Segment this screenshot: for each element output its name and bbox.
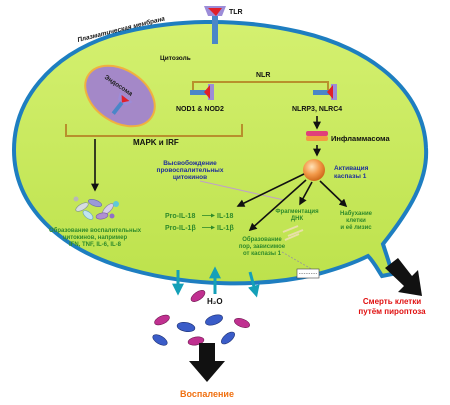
dna-line-1: Фрагментация: [275, 209, 319, 215]
cell-death-big-arrow: [385, 258, 422, 296]
arrow-caspase-to-il: [236, 173, 305, 207]
il18-arrowhead: [211, 213, 215, 218]
pores-line-3: от каспазы 1: [243, 251, 282, 257]
membrane-pore-icon: [296, 268, 320, 279]
endosome-tlr-receptor: [111, 92, 133, 115]
mapk-bracket: [65, 124, 243, 137]
il1b-arrowhead: [211, 225, 215, 230]
il18-label: IL-18: [217, 213, 233, 220]
mapk-label: MAPK и IRF: [133, 138, 179, 147]
inflammasome-icon: [306, 131, 328, 141]
inflammation-label: Воспаление: [180, 389, 234, 399]
cytokines-line-1: Образование воспалительных: [49, 227, 142, 234]
pores-line-1: Образование: [242, 236, 282, 243]
swelling-line-2: клетки: [346, 218, 366, 224]
release-line-3: цитокинов: [173, 174, 207, 181]
h2o-label: H₂O: [207, 297, 223, 306]
cell-death-line-1: Смерть клетки: [363, 297, 421, 306]
cytokines-line-3: IFN, TNF, IL-6, IL-8: [69, 242, 122, 248]
tlr-receptor: [204, 6, 226, 44]
caspase-1-ball: [303, 159, 325, 181]
cytokines-line-2: цитокинов, например: [63, 235, 128, 241]
nlrp-label: NLRP3, NLRC4: [292, 106, 342, 113]
dna-fragments-icon: [282, 225, 304, 241]
swelling-line-3: и её лизис: [340, 225, 372, 231]
release-line-1: Высвобождение: [163, 159, 217, 167]
pro-il18-label: Pro-IL-18: [165, 213, 195, 220]
caspase-activation-line-1: Активация: [334, 165, 369, 172]
cytokine-molecules-cluster: [73, 196, 119, 220]
pores-line-2: пор, зависимое: [239, 244, 286, 250]
dna-line-2: ДНК: [291, 216, 304, 222]
arrow-caspase-to-pores: [248, 179, 307, 232]
tlr-label: TLR: [229, 9, 243, 16]
released-cytokines: [152, 290, 250, 346]
release-line-2: провоспалительных: [157, 167, 224, 174]
cytosol-label: Цитозоль: [160, 55, 191, 62]
release-connector-line: [199, 180, 285, 201]
nlrp-receptor: [313, 84, 337, 100]
inflammasome-label: Инфламмасома: [331, 134, 391, 143]
nod-label: NOD1 & NOD2: [176, 106, 224, 113]
inflammation-big-arrow: [189, 343, 225, 382]
nlr-label: NLR: [256, 72, 270, 79]
efflux-arrow-right: [248, 271, 260, 298]
il1b-label: IL-1β: [217, 225, 234, 232]
nlr-bracket: [192, 81, 329, 95]
cell-death-line-2: путём пироптоза: [358, 307, 426, 316]
endosome: [84, 64, 156, 128]
swelling-line-1: Набухание: [340, 210, 373, 217]
arrow-caspase-to-swelling: [319, 180, 348, 208]
caspase-activation-line-2: каспазы 1: [334, 173, 367, 180]
arrow-caspase-to-dna: [299, 181, 313, 206]
pro-il1b-label: Pro-IL-1β: [165, 225, 196, 232]
nod-receptor: [190, 84, 214, 100]
